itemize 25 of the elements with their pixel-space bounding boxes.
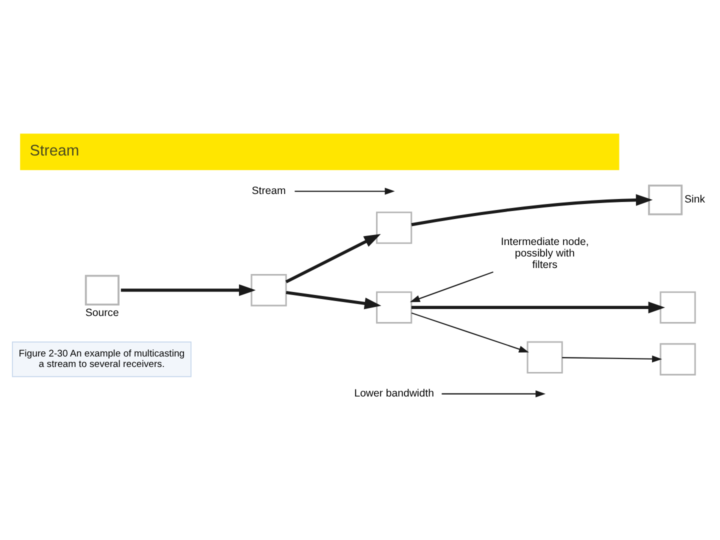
- node-box: [648, 184, 683, 215]
- arrow: [411, 312, 529, 352]
- arrow: [410, 270, 494, 302]
- node-box: [376, 290, 412, 324]
- node-text: Lower bandwidth: [354, 387, 434, 400]
- arrow: [120, 284, 256, 296]
- arrow: [411, 194, 653, 226]
- node-text: Intermediate node, possibly with filters: [500, 235, 589, 270]
- node-box: [660, 342, 696, 375]
- node-box: [376, 211, 412, 244]
- node-label: Source: [85, 306, 119, 318]
- arrow: [562, 354, 662, 362]
- node-box: [84, 274, 120, 306]
- node-box: [660, 290, 696, 324]
- arrow: [286, 290, 382, 309]
- node-label: Sink: [684, 193, 706, 206]
- arrow: [285, 234, 381, 283]
- node-text: Stream: [252, 184, 286, 196]
- arrow: [294, 187, 395, 194]
- diagram-title: Stream: [30, 142, 80, 160]
- node-box: [250, 274, 287, 306]
- arrow: [411, 301, 666, 313]
- caption: Figure 2-30 An example of multicasting a stream to several receivers.: [18, 348, 185, 370]
- arrow: [442, 390, 546, 397]
- node-box: [526, 340, 563, 374]
